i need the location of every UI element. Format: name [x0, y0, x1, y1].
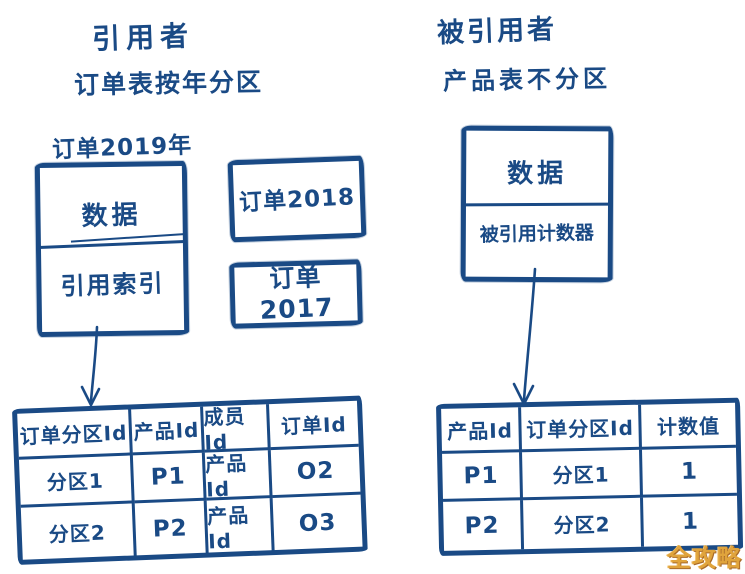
arrow-down-right-icon: [512, 267, 537, 406]
count-table-header-cell: 产品Id: [441, 407, 523, 454]
order-table-header-cell: 订单Id: [269, 400, 359, 451]
referenced-subtitle: 产品表不分区: [442, 64, 612, 96]
product-refcount-cell: 被引用计数器: [479, 221, 595, 247]
product-box: 数据 被引用计数器: [460, 125, 614, 283]
order-2018-box: 订单2018: [227, 155, 367, 243]
count-table-cell: 分区2: [523, 497, 645, 550]
count-table-cell: 1: [642, 447, 737, 498]
order-table-header-cell: 产品Id: [131, 406, 205, 456]
count-table-header-cell: 订单分区Id: [521, 404, 643, 453]
count-table: 产品Id 订单分区Id 计数值 P1 分区1 1 P2 分区2 1: [436, 397, 744, 556]
count-table-cell: 分区1: [522, 449, 644, 501]
order-table-cell: 产品Id: [206, 498, 275, 554]
order-table-cell: P2: [134, 500, 209, 557]
order-table-cell: 产品Id: [204, 450, 273, 502]
referencer-subtitle: 订单表按年分区: [73, 67, 264, 100]
arrow-down-left-icon: [80, 325, 101, 407]
referenced-title: 被引用者: [436, 13, 558, 50]
order-table-cell: 分区1: [18, 455, 135, 508]
order-2018-label: 订单2018: [238, 184, 356, 217]
product-data-cell: 数据: [507, 158, 568, 190]
order-2019-box-title: 订单2019年: [51, 132, 193, 164]
referencer-title: 引用者: [91, 19, 195, 56]
order-table-cell: 分区2: [20, 503, 137, 561]
order-table: 订单分区Id 产品Id 成员Id 订单Id 分区1 P1 产品Id O2 分区2…: [12, 395, 368, 565]
order-2019-index-cell: 引用索引: [60, 269, 165, 301]
order-table-header-cell: 订单分区Id: [17, 409, 133, 460]
order-2019-data-cell: 数据: [81, 200, 143, 232]
order-table-cell: P1: [132, 452, 207, 504]
count-table-cell: P2: [443, 500, 525, 551]
order-2017-box: 订单2017: [229, 259, 363, 329]
box-divider-line: [463, 202, 611, 207]
order-table-header-cell: 成员Id: [203, 404, 271, 455]
order-2017-label: 订单2017: [259, 262, 335, 325]
order-table-cell: O2: [270, 446, 361, 499]
box-divider-line: [38, 239, 185, 250]
order-table-cell: O3: [298, 509, 337, 537]
count-table-cell: P1: [442, 452, 524, 502]
order-2019-box: 数据 引用索引: [34, 160, 190, 338]
watermark-logo: 全攻略: [667, 544, 742, 572]
count-table-header-cell: 计数值: [641, 402, 736, 450]
